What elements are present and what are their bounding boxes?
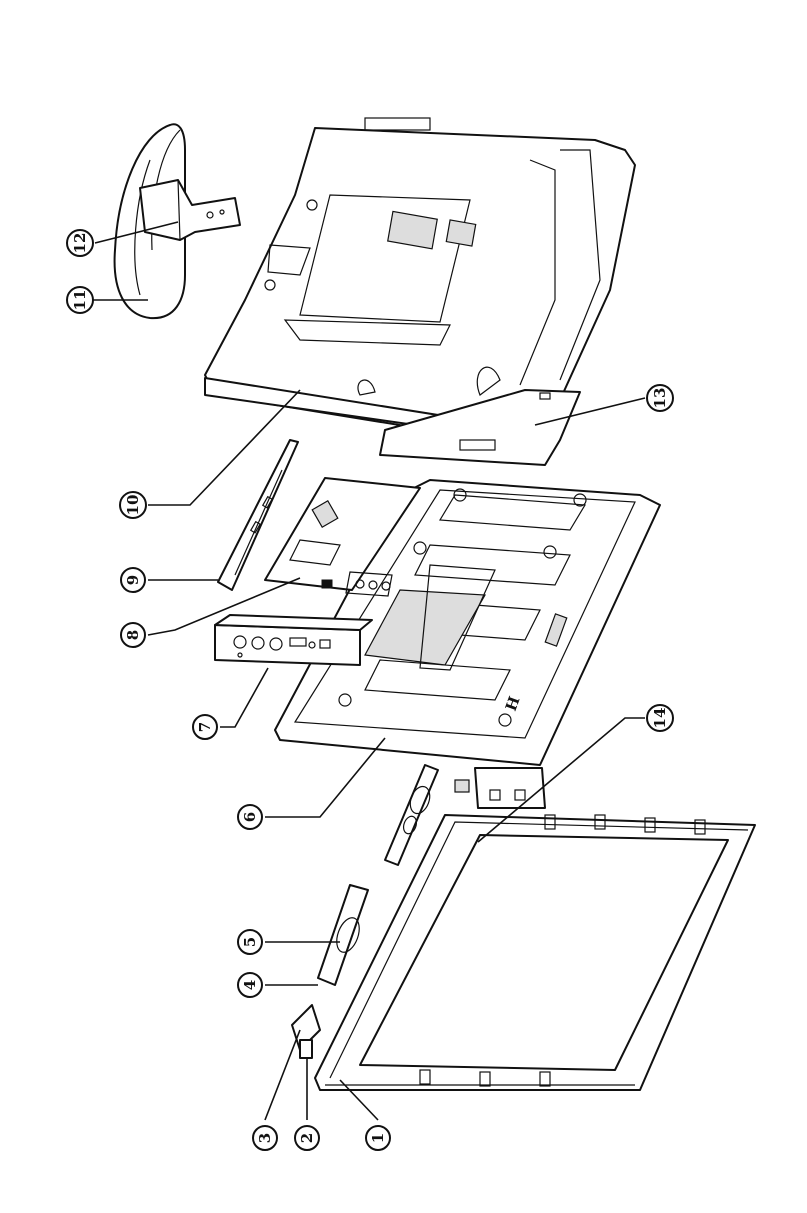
front-bezel-part (315, 815, 755, 1090)
callout-6: 6 (238, 805, 262, 829)
svg-text:11: 11 (71, 290, 89, 311)
ir-bracket-part (300, 1040, 312, 1058)
svg-text:2: 2 (298, 1133, 316, 1143)
callout-9: 9 (121, 568, 145, 592)
callout-4: 4 (238, 973, 262, 997)
input-bracket-part (215, 615, 372, 665)
svg-text:10: 10 (124, 495, 142, 516)
svg-text:12: 12 (71, 233, 89, 254)
callout-14: 14 (647, 705, 673, 731)
stand-neck-part (140, 180, 240, 240)
svg-text:1: 1 (369, 1133, 387, 1143)
callout-1: 1 (366, 1126, 390, 1150)
callout-10: 10 (120, 492, 146, 518)
callout-11: 11 (67, 287, 93, 313)
keypad-board-part (455, 768, 545, 808)
lower-speaker-part (318, 885, 368, 985)
callout-7: 7 (193, 715, 217, 739)
callout-12: 12 (67, 230, 93, 256)
svg-text:6: 6 (241, 812, 259, 822)
svg-text:13: 13 (651, 388, 669, 409)
svg-text:4: 4 (241, 980, 259, 990)
svg-text:3: 3 (256, 1133, 274, 1143)
svg-text:5: 5 (241, 937, 259, 947)
svg-text:7: 7 (196, 722, 214, 732)
callout-5: 5 (238, 930, 262, 954)
callout-13: 13 (647, 385, 673, 411)
svg-text:9: 9 (124, 575, 142, 585)
callout-3: 3 (253, 1126, 277, 1150)
callout-2: 2 (295, 1126, 319, 1150)
svg-text:8: 8 (124, 630, 142, 640)
svg-text:14: 14 (651, 708, 669, 729)
callout-8: 8 (121, 623, 145, 647)
